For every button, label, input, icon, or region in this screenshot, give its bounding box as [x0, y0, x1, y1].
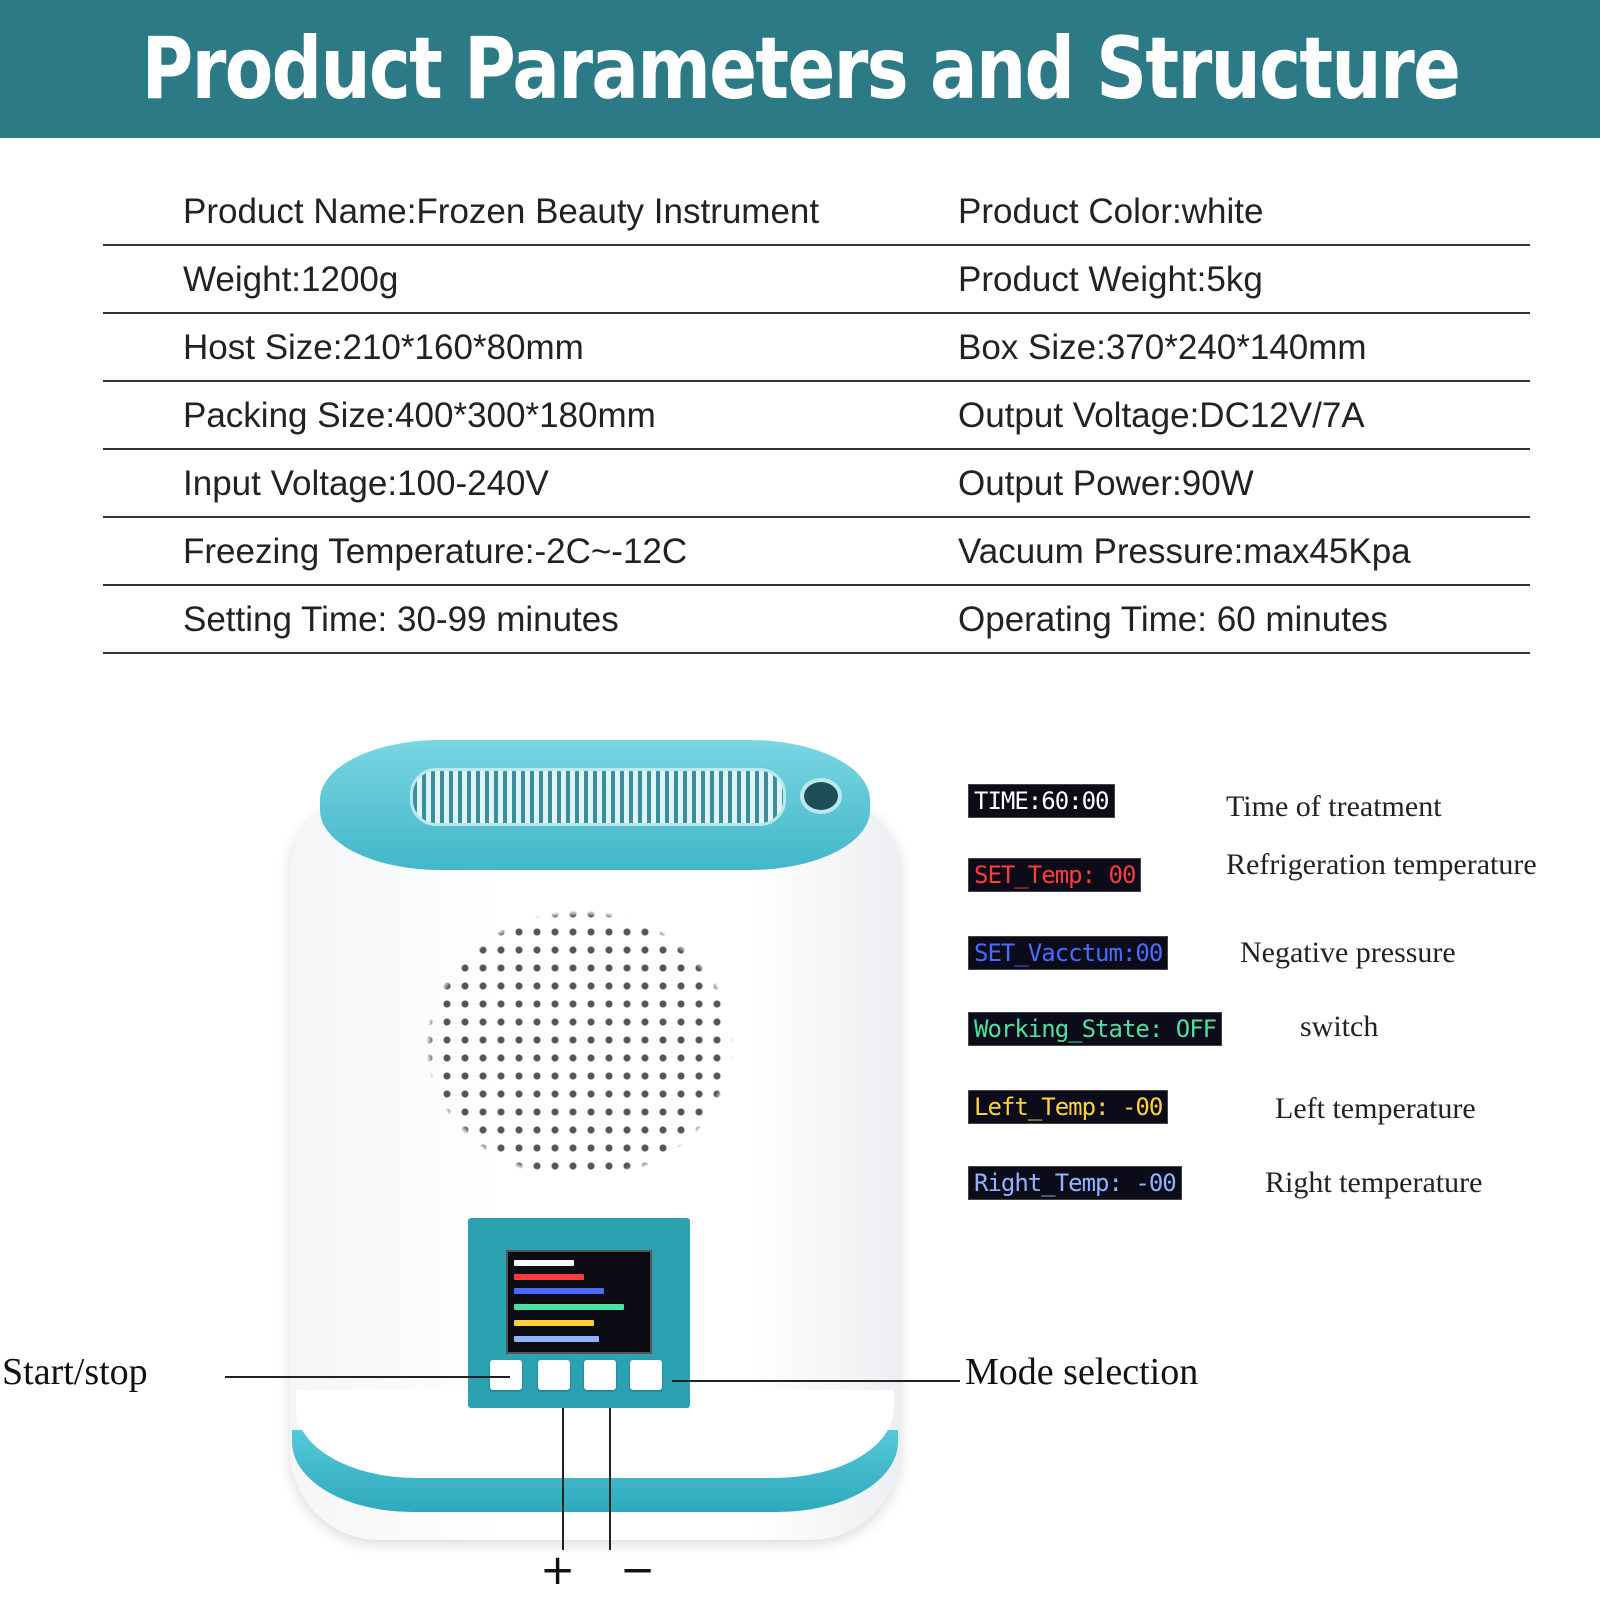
start-stop-label: Start/stop [2, 1351, 148, 1393]
spec-left: Weight:1200g [183, 260, 399, 299]
control-panel [468, 1218, 690, 1408]
lcd-right-temp-description: Right temperature [1265, 1166, 1483, 1199]
mode-selection-leader-line [672, 1380, 960, 1382]
screen-line [514, 1336, 599, 1342]
spec-left: Host Size:210*160*80mm [183, 328, 584, 367]
screen-line [514, 1260, 574, 1266]
minus-label: − [620, 1545, 656, 1594]
spec-right: Vacuum Pressure:max45Kpa [958, 532, 1411, 571]
header-banner: Product Parameters and Structure [0, 0, 1600, 138]
lcd-time-description: Time of treatment [1226, 790, 1442, 823]
spec-table: Product Name:Frozen Beauty Instrument Pr… [103, 178, 1530, 654]
lcd-right-temp-readout: Right_Temp: -00 [968, 1166, 1182, 1200]
spec-row: Host Size:210*160*80mm Box Size:370*240*… [103, 314, 1530, 382]
spec-left: Input Voltage:100-240V [183, 464, 549, 503]
lcd-working-state-readout: Working_State: OFF [968, 1012, 1223, 1046]
spec-row: Input Voltage:100-240V Output Power:90W [103, 450, 1530, 518]
screen-line [514, 1304, 624, 1310]
lcd-left-temp-description: Left temperature [1275, 1092, 1476, 1125]
plus-leader-line [562, 1408, 564, 1550]
spec-row: Weight:1200g Product Weight:5kg [103, 246, 1530, 314]
plus-label: + [540, 1545, 576, 1594]
spec-row: Product Name:Frozen Beauty Instrument Pr… [103, 178, 1530, 246]
mode-button[interactable] [630, 1360, 662, 1390]
lcd-vacuum-readout: SET_Vacctum:00 [968, 936, 1169, 970]
plus-button[interactable] [538, 1360, 570, 1390]
spec-right: Product Color:white [958, 192, 1264, 231]
spec-right: Operating Time: 60 minutes [958, 600, 1388, 639]
screen-line [514, 1288, 604, 1294]
spec-left: Freezing Temperature:-2C~-12C [183, 532, 688, 571]
start-stop-leader-line [225, 1376, 510, 1378]
lcd-set-temp-readout: SET_Temp: 00 [968, 858, 1142, 892]
spec-left: Product Name:Frozen Beauty Instrument [183, 192, 820, 231]
lcd-working-state-description: switch [1300, 1010, 1379, 1043]
page-title: Product Parameters and Structure [141, 19, 1460, 119]
spec-row: Freezing Temperature:-2C~-12C Vacuum Pre… [103, 518, 1530, 586]
screen-line [514, 1274, 584, 1280]
spec-right: Box Size:370*240*140mm [958, 328, 1367, 367]
mode-selection-label: Mode selection [965, 1351, 1199, 1393]
lcd-vacuum-description: Negative pressure [1240, 936, 1456, 969]
minus-button[interactable] [584, 1360, 616, 1390]
spec-left: Setting Time: 30-99 minutes [183, 600, 619, 639]
spec-row: Setting Time: 30-99 minutes Operating Ti… [103, 586, 1530, 654]
device-illustration [290, 740, 910, 1540]
spec-right: Output Voltage:DC12V/7A [958, 396, 1365, 435]
spec-right: Output Power:90W [958, 464, 1254, 503]
vent-grille [410, 768, 786, 826]
speaker-grille [420, 905, 740, 1185]
start-stop-button[interactable] [490, 1360, 522, 1390]
device-top-cap [320, 740, 870, 870]
vacuum-port [800, 778, 842, 814]
lcd-time-readout: TIME:60:00 [968, 784, 1115, 818]
screen-line [514, 1320, 594, 1326]
lcd-left-temp-readout: Left_Temp: -00 [968, 1090, 1169, 1124]
spec-left: Packing Size:400*300*180mm [183, 396, 656, 435]
spec-row: Packing Size:400*300*180mm Output Voltag… [103, 382, 1530, 450]
lcd-set-temp-description: Refrigeration temperature [1226, 848, 1537, 881]
lcd-screen [506, 1250, 652, 1354]
spec-right: Product Weight:5kg [958, 260, 1263, 299]
minus-leader-line [609, 1408, 611, 1550]
